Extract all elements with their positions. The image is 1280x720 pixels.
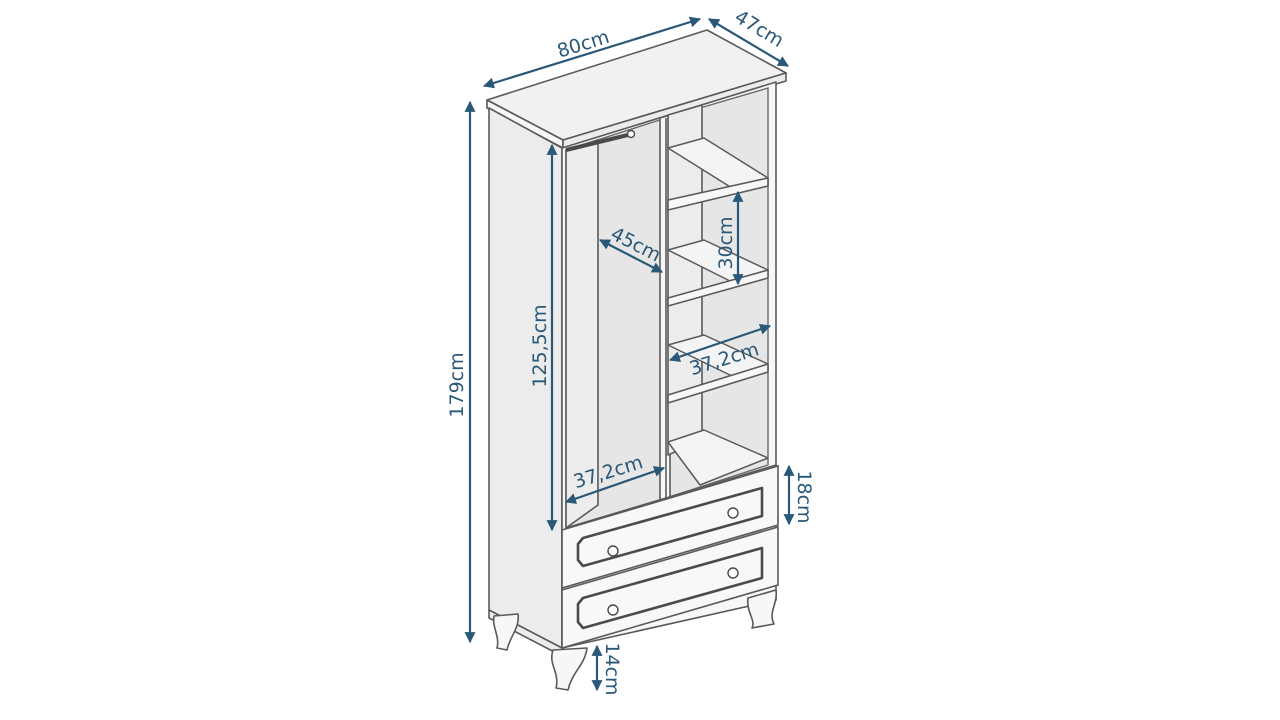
drawer-top[interactable] <box>561 464 779 590</box>
label-leg-height: 14cm <box>601 642 623 695</box>
top-slab-side-edge <box>562 72 787 149</box>
drawer-bottom[interactable] <box>561 525 779 650</box>
dim-line-hanging-depth <box>599 239 663 273</box>
dimension-lines <box>464 16 795 692</box>
shelf-bottom <box>667 429 769 486</box>
dim-line-width <box>482 16 702 89</box>
leg-front <box>551 647 588 691</box>
wardrobe <box>486 29 787 691</box>
dim-line-hanging-width <box>564 466 666 504</box>
dim-line-shelf-width <box>668 323 772 363</box>
drawer-top-knob-left[interactable] <box>607 545 619 557</box>
dim-line-depth <box>708 18 789 67</box>
label-drawer-height: 18cm <box>793 470 815 523</box>
label-width: 80cm <box>555 26 612 63</box>
label-height: 179cm <box>446 352 468 417</box>
rail-end <box>626 129 636 139</box>
label-hanging-height: 125,5cm <box>529 304 551 387</box>
drawer-bottom-knob-right[interactable] <box>727 567 739 579</box>
shelf-1-front <box>667 177 769 211</box>
label-depth: 47cm <box>731 6 788 52</box>
label-shelf-height: 30cm <box>715 216 737 269</box>
drawer-top-knob-right[interactable] <box>727 507 739 519</box>
drawer-bottom-knob-left[interactable] <box>607 604 619 616</box>
hanging-rail <box>565 132 633 152</box>
shelf-3-front <box>667 363 769 404</box>
leg-back-right <box>746 589 778 629</box>
leg-back-left <box>492 613 520 651</box>
